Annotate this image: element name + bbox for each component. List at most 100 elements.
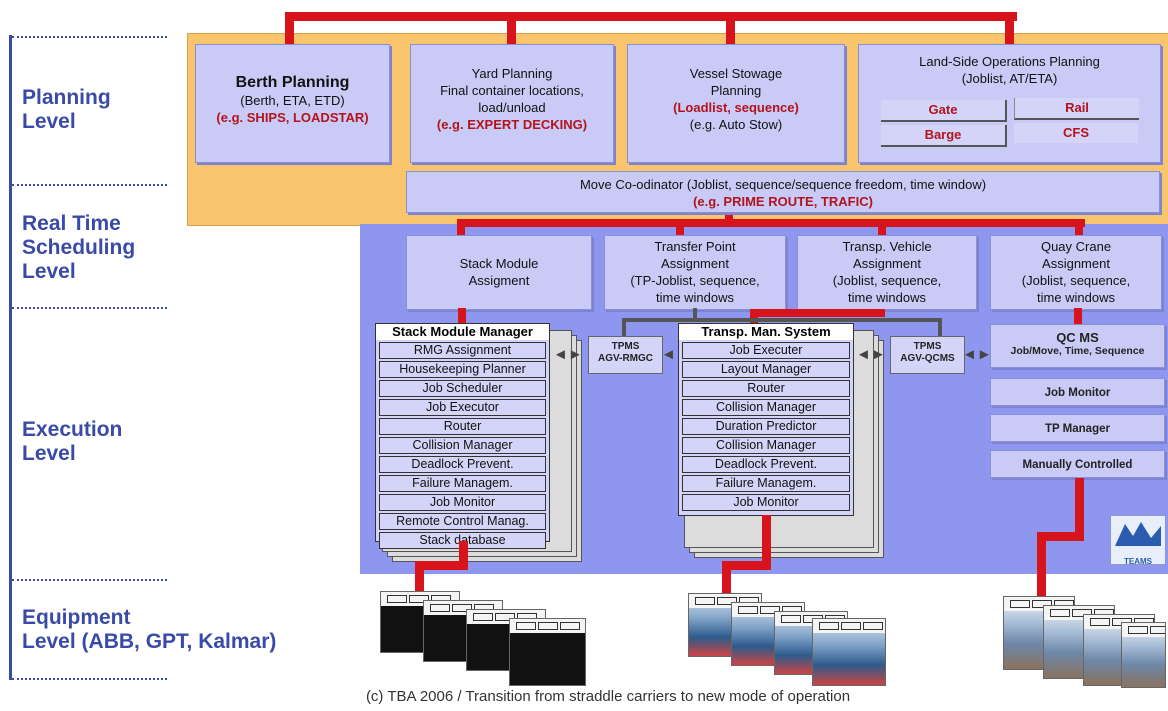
- module-row: Job Monitor: [379, 494, 546, 511]
- connector-stack-exec: [458, 308, 466, 327]
- tp-manager-box: TP Manager: [990, 414, 1165, 442]
- tpms-line: AGV-QCMS: [900, 353, 955, 364]
- module-row: Layout Manager: [682, 361, 850, 378]
- separator-execution: [12, 579, 167, 581]
- level-axis: [9, 35, 12, 680]
- label-line: Equipment: [22, 606, 131, 629]
- vessel-detail: (Loadlist, sequence): [673, 100, 799, 115]
- module-row: Deadlock Prevent.: [682, 456, 850, 473]
- module-row: Collision Manager: [682, 437, 850, 454]
- connector-yard: [507, 12, 516, 44]
- vessel-line: Vessel Stowage: [689, 66, 783, 81]
- separator-bottom: [12, 678, 167, 680]
- quay-line: (Joblist, sequence,: [1021, 273, 1131, 288]
- connector-vehicle-exec-h: [750, 309, 885, 317]
- vessel-example: (e.g. Auto Stow): [689, 117, 783, 132]
- berth-detail: (Berth, ETA, ETD): [240, 93, 345, 108]
- connector-quay-exec: [1074, 308, 1082, 326]
- vehicle-line: (Joblist, sequence,: [832, 273, 942, 288]
- module-row: Job Executor: [379, 399, 546, 416]
- label-line: Real Time: [22, 212, 121, 235]
- connector-sched-horizontal: [460, 219, 1085, 227]
- stack-manager-title: Stack Module Manager: [376, 324, 549, 340]
- label-line: Level (ABB, GPT, Kalmar): [22, 630, 277, 653]
- yard-example: (e.g. EXPERT DECKING): [436, 117, 588, 132]
- landside-line: Land-Side Operations Planning: [919, 54, 1100, 69]
- vessel-line: Planning: [710, 83, 762, 98]
- module-row: Failure Managem.: [379, 475, 546, 492]
- module-row: RMG Assignment: [379, 342, 546, 359]
- connector-tp-left: [622, 318, 626, 336]
- screen-header: [813, 619, 885, 633]
- vehicle-line: Transp. Vehicle: [842, 239, 932, 254]
- teams-logo: TEAMS: [1110, 515, 1166, 566]
- vehicle-line: time windows: [847, 290, 927, 305]
- rail-label: Rail: [1065, 100, 1089, 115]
- yard-line: Final container locations,: [440, 83, 584, 98]
- scheduling-level-label: Real Time Scheduling Level: [22, 212, 135, 284]
- tpms-line: TPMS: [913, 341, 942, 352]
- label-line: Level: [22, 110, 76, 133]
- connector-sched-vehicle: [878, 219, 886, 235]
- landside-planning-box: Land-Side Operations Planning (Joblist, …: [858, 44, 1161, 163]
- job-monitor-label: Job Monitor: [1044, 387, 1111, 399]
- quay-line: time windows: [1036, 290, 1116, 305]
- tpms-line: AGV-RMGC: [598, 353, 653, 364]
- yard-line: Yard Planning: [471, 66, 553, 81]
- transport-vehicle-assignment-box: Transp. Vehicle Assignment (Joblist, seq…: [797, 235, 977, 310]
- label-line: Level: [22, 442, 76, 465]
- module-row: Job Executer: [682, 342, 850, 359]
- separator-scheduling: [12, 307, 167, 309]
- label-line: Execution: [22, 418, 123, 441]
- yard-line: load/unload: [478, 100, 546, 115]
- connector-eq-qc-h: [1037, 532, 1084, 541]
- module-row: Failure Managem.: [682, 475, 850, 492]
- equipment-screen: [812, 618, 886, 686]
- connector-sched-transfer: [676, 219, 684, 235]
- gate-cell: Gate: [881, 100, 1007, 122]
- teams-logo-icon: [1115, 522, 1161, 546]
- cfs-cell: CFS: [1014, 123, 1138, 143]
- stack-sched-line: Stack Module: [459, 256, 539, 271]
- tpms-agv-qcms-box: TPMS AGV-QCMS: [890, 336, 965, 374]
- cfs-label: CFS: [1063, 125, 1089, 140]
- rail-cell: Rail: [1014, 98, 1139, 120]
- stack-sched-line: Assigment: [468, 273, 530, 288]
- connector-eq-stack-v1: [459, 541, 468, 569]
- quay-line: Quay Crane: [1040, 239, 1112, 254]
- move-example: (e.g. PRIME ROUTE, TRAFIC): [693, 194, 873, 209]
- arrow-transport-tpms: ◄►: [856, 346, 886, 363]
- connector-berth: [285, 12, 294, 44]
- berth-title: Berth Planning: [235, 74, 350, 91]
- qcms-title: QC MS: [1056, 330, 1099, 345]
- transfer-line: Assignment: [661, 256, 729, 271]
- module-row: Housekeeping Planner: [379, 361, 546, 378]
- module-row: Router: [682, 380, 850, 397]
- screen-header: [1122, 623, 1165, 637]
- move-coordinator-box: Move Co-odinator (Joblist, sequence/sequ…: [406, 171, 1160, 213]
- connector-eq-qc-v1: [1075, 478, 1084, 540]
- transfer-line: Transfer Point: [654, 239, 736, 254]
- connector-eq-stack-v2: [415, 561, 424, 591]
- transport-title: Transp. Man. System: [679, 324, 853, 340]
- connector-move: [725, 212, 733, 226]
- vessel-stowage-box: Vessel Stowage Planning (Loadlist, seque…: [627, 44, 845, 163]
- connector-eq-trans-v2: [722, 561, 731, 593]
- transfer-point-assignment-box: Transfer Point Assignment (TP-Joblist, s…: [604, 235, 786, 310]
- module-row: Collision Manager: [379, 437, 546, 454]
- vehicle-line: Assignment: [853, 256, 921, 271]
- tp-manager-label: TP Manager: [1045, 423, 1110, 435]
- connector-eq-qc-v2: [1037, 532, 1046, 596]
- tpms-agv-rmgc-box: TPMS AGV-RMGC: [588, 336, 663, 374]
- berth-example: (e.g. SHIPS, LOADSTAR): [216, 110, 369, 125]
- connector-top-horizontal: [287, 12, 1017, 21]
- label-line: Scheduling: [22, 236, 136, 259]
- connector-eq-stack-h: [415, 561, 468, 570]
- connector-tp-center: [693, 308, 697, 322]
- move-detail: Move Co-odinator (Joblist, sequence/sequ…: [579, 177, 987, 192]
- module-row: Job Monitor: [682, 494, 850, 511]
